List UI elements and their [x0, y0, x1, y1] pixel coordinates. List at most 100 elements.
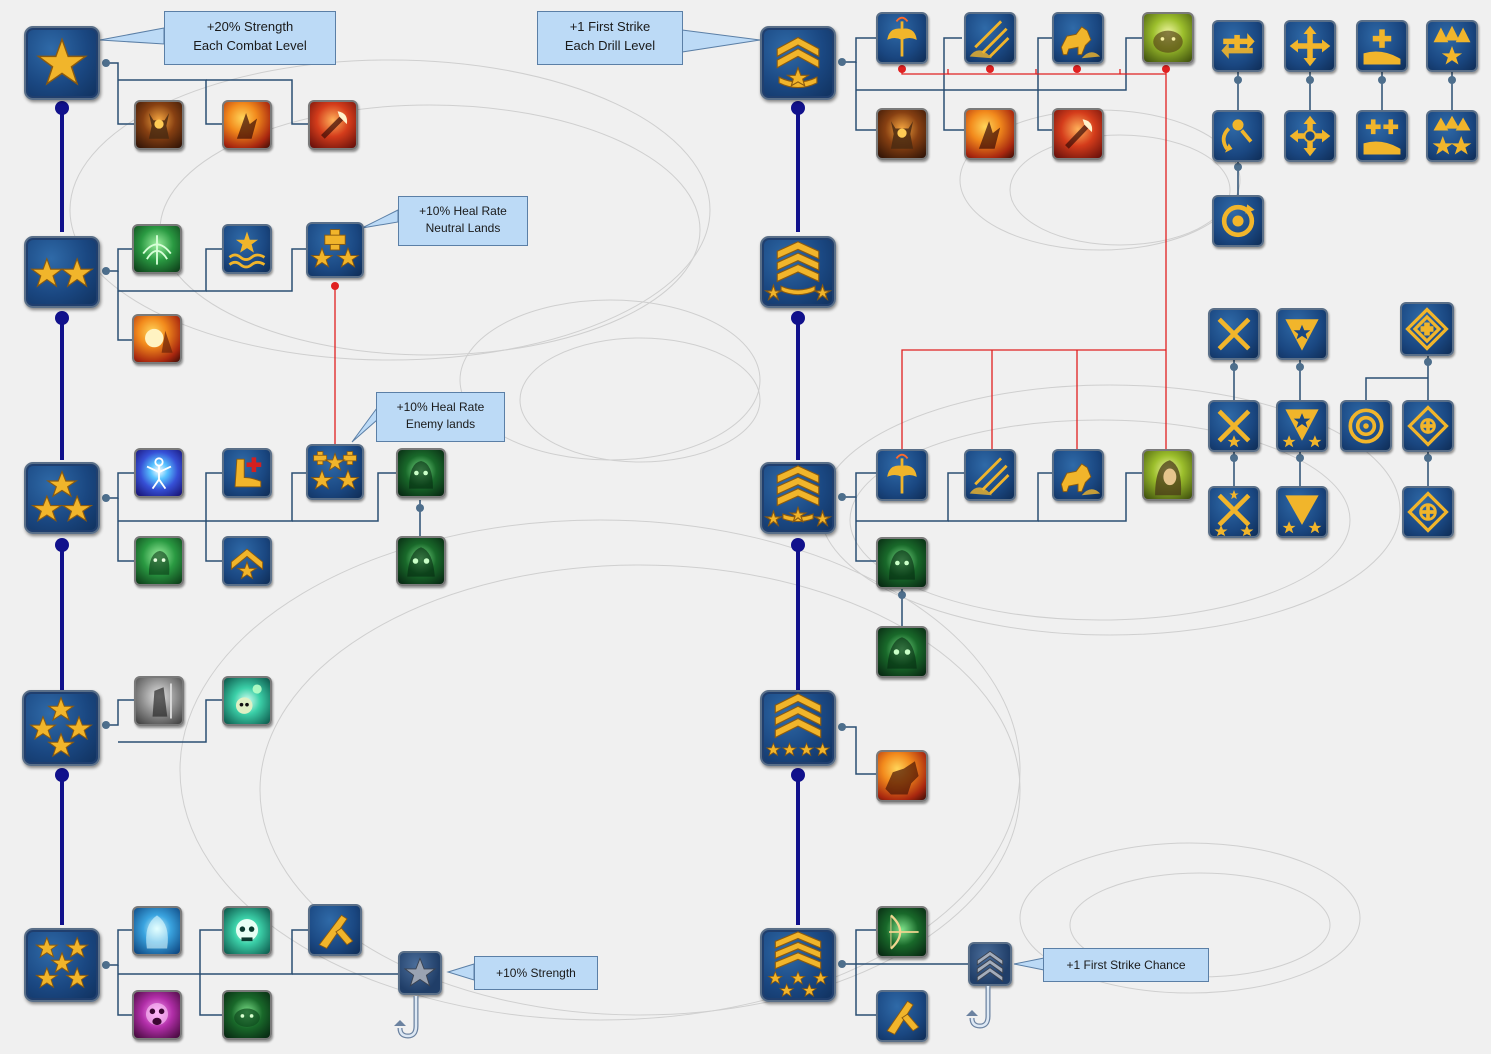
- ability-compass-ring-plus-icon[interactable]: [1402, 486, 1454, 538]
- skill-cavalry-charge-2-icon[interactable]: [1052, 449, 1104, 501]
- chevron-1-icon: [776, 36, 820, 89]
- ability-shield-two-star-icon[interactable]: [1276, 400, 1328, 452]
- ability-terrain-plus-icon[interactable]: [1356, 20, 1408, 72]
- skill-medic-neutral-icon[interactable]: [306, 222, 364, 278]
- callout-drill-first-strike: +1 First Strike Each Drill Level: [537, 11, 683, 65]
- callout-strength-10: +10% Strength: [474, 956, 598, 990]
- ability-rally-icon[interactable]: [1212, 110, 1264, 162]
- drill-level-4-node[interactable]: [760, 690, 836, 766]
- skill-deathly-visage-icon[interactable]: [222, 906, 272, 956]
- ability-crossed-swords-icon[interactable]: [1208, 308, 1260, 360]
- drill-level-5-node[interactable]: [760, 928, 836, 1002]
- combat-level-3-node[interactable]: [24, 462, 100, 534]
- callout-heal-neutral-line1: +10% Heal Rate: [419, 204, 507, 218]
- drill-level-1-node[interactable]: [760, 26, 836, 100]
- ability-move-all-plus-icon[interactable]: [1284, 110, 1336, 162]
- upgrade-silver-chevron-icon[interactable]: [968, 942, 1012, 986]
- skill-march-icon[interactable]: [222, 448, 272, 498]
- callout-combat-strength-line2: Each Combat Level: [193, 38, 307, 53]
- skill-ghost-warrior-2-icon[interactable]: [396, 536, 446, 586]
- skill-fire-strike-icon[interactable]: [222, 100, 272, 150]
- skill-arrow-volley-2-icon[interactable]: [964, 449, 1016, 501]
- callout-strength-10-line1: +10% Strength: [496, 966, 576, 980]
- star-4-icon: [29, 696, 93, 758]
- ability-swap-icon[interactable]: [1212, 20, 1264, 72]
- combat-level-4-node[interactable]: [22, 690, 100, 766]
- callout-drill-first-strike-line1: +1 First Strike: [569, 19, 651, 34]
- drill-level-2-node[interactable]: [760, 236, 836, 308]
- callout-combat-strength: +20% Strength Each Combat Level: [164, 11, 336, 65]
- skill-zombie-icon[interactable]: [134, 536, 184, 586]
- skill-wraith-knight-icon[interactable]: [134, 676, 184, 726]
- ability-shield-star-icon[interactable]: [1276, 308, 1328, 360]
- star-2-icon: [30, 257, 94, 288]
- star-1-icon: [36, 37, 88, 86]
- chevron-5-icon: [767, 931, 829, 998]
- callout-first-strike-chance: +1 First Strike Chance: [1043, 948, 1209, 982]
- ability-forest-star-icon[interactable]: [1426, 20, 1478, 72]
- skill-war-beast-icon[interactable]: [876, 750, 928, 802]
- ability-forest-two-star-icon[interactable]: [1426, 110, 1478, 162]
- skill-flaming-axe-2-icon[interactable]: [876, 449, 928, 501]
- skill-spirit-shield-icon[interactable]: [132, 906, 182, 956]
- skill-arrow-volley-icon[interactable]: [964, 12, 1016, 64]
- skill-demon-warrior-drill-icon[interactable]: [876, 108, 928, 160]
- callout-heal-neutral: +10% Heal Rate Neutral Lands: [398, 196, 528, 246]
- skill-archer-icon[interactable]: [876, 906, 928, 958]
- callout-combat-strength-line1: +20% Strength: [206, 19, 294, 34]
- skill-axe-rage-icon[interactable]: [308, 100, 358, 150]
- combat-level-2-node[interactable]: [24, 236, 100, 308]
- skill-ghost-warrior-drill-2-icon[interactable]: [876, 626, 928, 678]
- ability-terrain-double-plus-icon[interactable]: [1356, 110, 1408, 162]
- skill-axe-rage-drill-icon[interactable]: [1052, 108, 1104, 160]
- skill-fire-strike-drill-icon[interactable]: [964, 108, 1016, 160]
- ability-crossed-swords-star-icon[interactable]: [1208, 400, 1260, 452]
- chevron-3-icon: [763, 465, 833, 528]
- skill-healing-aura-icon[interactable]: [132, 224, 182, 274]
- skill-ghost-warrior-1-icon[interactable]: [396, 448, 446, 498]
- chevron-2-icon: [763, 241, 833, 302]
- skill-amphibious-icon[interactable]: [222, 224, 272, 274]
- loop-back-hook-icon: [394, 996, 419, 1039]
- combat-level-5-node[interactable]: [24, 928, 100, 1002]
- star-3-icon: [30, 470, 94, 523]
- ability-shield-three-star-icon[interactable]: [1276, 486, 1328, 538]
- ability-cycle-icon[interactable]: [1212, 195, 1264, 247]
- branch-dots-drill: [838, 58, 1456, 968]
- skill-swamp-beast-icon[interactable]: [222, 990, 272, 1040]
- background-swirls: [69, 59, 1401, 1021]
- spine-dots: [55, 101, 805, 782]
- callout-pointers: [99, 27, 1045, 981]
- ability-crossed-swords-three-star-icon[interactable]: [1208, 486, 1260, 538]
- skill-hooded-scout-icon[interactable]: [1142, 449, 1194, 501]
- requirement-dots: [331, 65, 1170, 290]
- chevron-4-icon: [765, 693, 831, 757]
- skill-spirit-guardian-icon[interactable]: [134, 448, 184, 498]
- skill-blade-rush-icon[interactable]: [308, 904, 362, 956]
- skill-wild-beast-icon[interactable]: [1142, 12, 1194, 64]
- ability-compass-icon[interactable]: [1400, 302, 1454, 356]
- skill-blitz-icon[interactable]: [132, 314, 182, 364]
- skill-ghost-warrior-drill-1-icon[interactable]: [876, 537, 928, 589]
- loop-back-hook-drill-icon: [966, 986, 991, 1029]
- level-spines: [60, 105, 800, 925]
- callout-heal-neutral-line2: Neutral Lands: [425, 221, 501, 235]
- skill-medic-enemy-icon[interactable]: [306, 444, 364, 500]
- upgrade-silver-star-icon[interactable]: [398, 951, 442, 995]
- combat-level-1-node[interactable]: [24, 26, 100, 100]
- skill-flaming-axe-icon[interactable]: [876, 12, 928, 64]
- skill-cavalry-charge-icon[interactable]: [1052, 12, 1104, 64]
- ability-compass-ring-icon[interactable]: [1402, 400, 1454, 452]
- skill-screaming-demon-icon[interactable]: [132, 990, 182, 1040]
- ability-target-icon[interactable]: [1340, 400, 1392, 452]
- callout-heal-enemy-line2: Enemy lands: [405, 417, 476, 431]
- callout-heal-enemy-line1: +10% Heal Rate: [396, 400, 485, 414]
- skill-sergeant-rank-icon[interactable]: [222, 536, 272, 586]
- skill-blade-rush-drill-icon[interactable]: [876, 990, 928, 1042]
- ability-move-all-icon[interactable]: [1284, 20, 1336, 72]
- skill-demon-warrior-icon[interactable]: [134, 100, 184, 150]
- skill-skull-curse-icon[interactable]: [222, 676, 272, 726]
- drill-level-3-node[interactable]: [760, 462, 836, 534]
